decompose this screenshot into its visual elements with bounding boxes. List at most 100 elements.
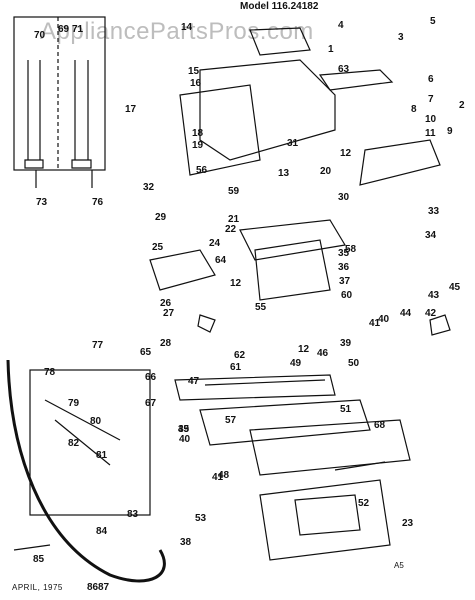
callout-23: 23 xyxy=(402,518,414,529)
hose-right-cuff-icon xyxy=(71,159,92,169)
callout-15: 15 xyxy=(188,66,200,77)
callout-77: 77 xyxy=(92,340,104,351)
callout-46: 46 xyxy=(317,348,329,359)
callout-43: 43 xyxy=(428,290,440,301)
callout-40: 40 xyxy=(378,314,390,325)
motor-housing-icon xyxy=(254,239,331,301)
callout-31: 31 xyxy=(287,138,299,149)
callout-28: 28 xyxy=(160,338,172,349)
callout-35: 35 xyxy=(338,248,350,259)
hose-86-icon xyxy=(6,359,166,583)
callout-14: 14 xyxy=(181,22,193,33)
hose-right-icon xyxy=(74,60,89,160)
motor-plate-icon xyxy=(239,219,346,261)
model-title: Model 116.24182 xyxy=(240,1,319,12)
callout-64: 64 xyxy=(215,255,227,266)
callout-36: 36 xyxy=(338,262,350,273)
callout-25: 25 xyxy=(152,242,164,253)
callout-42: 42 xyxy=(425,308,437,319)
callout-1: 1 xyxy=(328,44,334,55)
callout-76: 76 xyxy=(92,197,104,208)
callout-60: 60 xyxy=(341,290,353,301)
callout-48: 48 xyxy=(218,470,230,481)
hose-left-cuff-icon xyxy=(24,159,44,169)
callout-12: 12 xyxy=(340,148,352,159)
callout-7: 7 xyxy=(428,94,434,105)
callout-33: 33 xyxy=(428,206,440,217)
hose-left-icon xyxy=(27,60,41,160)
callout-18: 18 xyxy=(192,128,204,139)
callout-71: 71 xyxy=(72,24,84,35)
callout-83: 83 xyxy=(127,509,139,520)
brushroll-bristle-icon xyxy=(204,379,326,386)
watermark: AppliancePartsPros.com xyxy=(40,18,314,45)
callout-10: 10 xyxy=(425,114,437,125)
top-housing-icon xyxy=(199,59,336,161)
callout-49: 49 xyxy=(290,358,302,369)
callout-45: 45 xyxy=(178,424,190,435)
callout-37: 37 xyxy=(339,276,351,287)
callout-61: 61 xyxy=(230,362,242,373)
callout-66: 66 xyxy=(145,372,157,383)
callout-32: 32 xyxy=(143,182,155,193)
callout-81: 81 xyxy=(96,450,108,461)
callout-82: 82 xyxy=(68,438,80,449)
callout-29: 29 xyxy=(155,212,167,223)
callout-4: 4 xyxy=(338,20,344,31)
callout-2: 2 xyxy=(459,100,465,111)
callout-16: 16 xyxy=(190,78,202,89)
callout-70: 70 xyxy=(34,30,46,41)
brushroll-icon xyxy=(174,374,336,401)
callout-39: 39 xyxy=(340,338,352,349)
callout-84: 84 xyxy=(96,526,108,537)
callout-55: 55 xyxy=(255,302,267,313)
bottom-plate-window-icon xyxy=(294,494,361,536)
wheel-43-icon xyxy=(429,314,451,336)
callout-68: 68 xyxy=(374,420,386,431)
callout-45: 45 xyxy=(449,282,461,293)
hose-kit-box xyxy=(29,369,151,516)
callout-69: 69 xyxy=(58,24,70,35)
callout-34: 34 xyxy=(425,230,437,241)
callout-19: 19 xyxy=(192,140,204,151)
callout-41: 41 xyxy=(212,472,224,483)
callout-17: 17 xyxy=(125,104,137,115)
callout-13: 13 xyxy=(278,168,290,179)
callout-5: 5 xyxy=(430,16,436,27)
callout-3: 3 xyxy=(398,32,404,43)
callout-79: 79 xyxy=(68,398,80,409)
callout-73: 73 xyxy=(36,197,48,208)
callout-9: 9 xyxy=(447,126,453,137)
callout-53: 53 xyxy=(195,513,207,524)
hose-kit-parts-icon xyxy=(44,399,121,466)
callout-59: 59 xyxy=(228,186,240,197)
callout-30: 30 xyxy=(338,192,350,203)
callout-39: 39 xyxy=(178,424,190,435)
callout-67: 67 xyxy=(145,398,157,409)
bracket-28-icon xyxy=(149,249,216,291)
hose-box xyxy=(13,16,106,171)
callout-57: 57 xyxy=(225,415,237,426)
callout-44: 44 xyxy=(400,308,412,319)
axle-70-icon xyxy=(334,461,386,471)
callout-6: 6 xyxy=(428,74,434,85)
callout-21: 21 xyxy=(228,214,240,225)
callout-22: 22 xyxy=(225,224,237,235)
agitator-guard-icon xyxy=(199,399,371,446)
callout-86: 86 xyxy=(87,582,99,593)
callout-65: 65 xyxy=(140,347,152,358)
footer-date: APRIL, 1975 xyxy=(12,583,63,592)
bottom-plate-icon xyxy=(259,479,391,561)
callout-38: 38 xyxy=(180,537,192,548)
diagram-code: A5 xyxy=(394,561,404,570)
callout-12: 12 xyxy=(230,278,242,289)
callout-56: 56 xyxy=(196,165,208,176)
callout-41: 41 xyxy=(369,318,381,329)
bracket-box-icon xyxy=(179,84,261,176)
cover-plate-icon xyxy=(249,27,311,56)
callout-85: 85 xyxy=(33,554,45,565)
callout-11: 11 xyxy=(425,128,436,139)
callout-27: 27 xyxy=(163,308,175,319)
callout-20: 20 xyxy=(320,166,332,177)
